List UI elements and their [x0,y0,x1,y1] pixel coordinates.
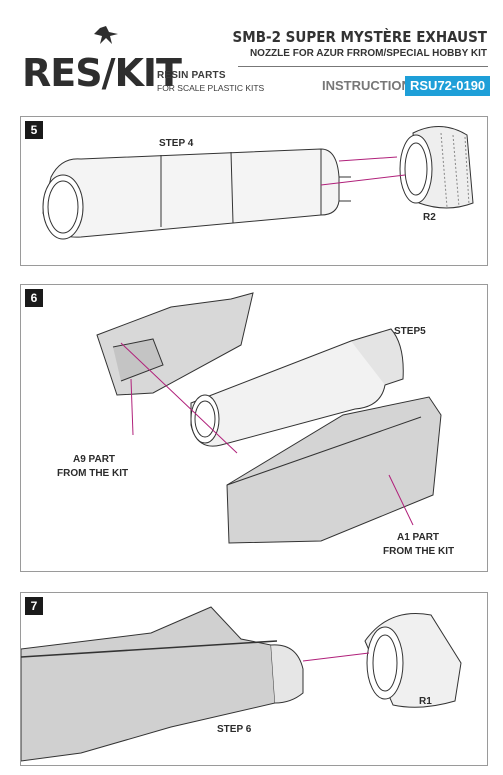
part-r2-label: R2 [423,212,436,223]
page-subtitle: NOZZLE FOR AZUR FRROM/SPECIAL HOBBY KIT [249,48,487,59]
instruction-label: INSTRUCTION [322,78,411,93]
product-code-badge: RSU72-0190 [405,76,491,96]
part-a9-label-line2: FROM THE KIT [57,468,129,479]
brand-name: RES/KIT [22,51,182,95]
brand-tagline-line2: FOR SCALE PLASTIC KITS [157,83,265,93]
brand-tagline-line1: RESIN PARTS [157,70,226,81]
part-a1-label-line1: A1 PART [397,532,440,543]
step-5-drawing [42,126,474,240]
step-number-badge: 5 [25,121,43,139]
brand-logo [14,22,150,102]
jet-silhouette-icon [94,26,118,44]
header-divider [238,66,488,67]
step-6-drawing [96,292,442,544]
step-panel-6: 6 STEP5 A9 PART FROM THE KIT A1 PART FRO… [20,284,488,572]
step-7-drawing [21,606,462,762]
step-ref-label: STEP 6 [217,724,252,735]
part-a1-label-line2: FROM THE KIT [383,546,455,557]
step-number-badge: 7 [25,597,43,615]
part-a9-label-line1: A9 PART [73,454,116,465]
step-ref-label: STEP 4 [159,138,194,149]
part-r1-label: R1 [419,696,432,707]
page-title: SMB-2 SUPER MYSTÈRE EXHAUST [232,28,487,46]
step-panel-5: 5 STEP 4 R2 [20,116,488,266]
step-panel-7: 7 STEP 6 R1 [20,592,488,766]
step-number-badge: 6 [25,289,43,307]
step-ref-label: STEP5 [394,326,426,337]
